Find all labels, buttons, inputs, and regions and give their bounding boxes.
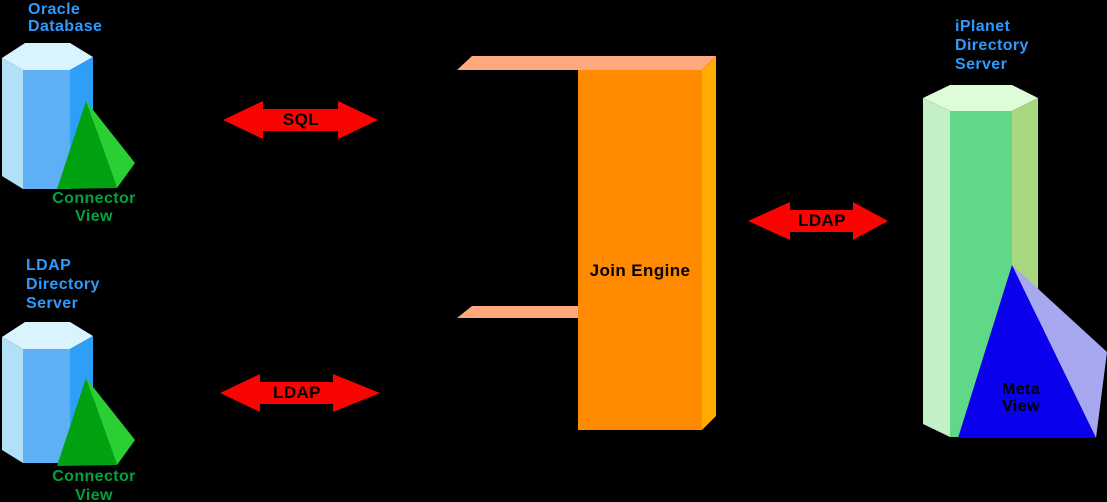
label-line: iPlanet xyxy=(955,18,1011,35)
oracle-connector-view-pyramid xyxy=(57,101,135,189)
pyramid-front-face xyxy=(57,378,117,466)
oracle-connector-view-label: Connector View xyxy=(39,190,149,226)
meta-view-label: Meta View xyxy=(985,381,1057,415)
ldap-arrow-right-label: LDAP xyxy=(798,211,846,230)
ldap-connector-view-pyramid xyxy=(57,378,135,466)
meta-view-pyramid xyxy=(958,265,1107,438)
pyramid-side-face xyxy=(1012,265,1107,438)
sql-arrow xyxy=(223,101,378,139)
label-line: Database xyxy=(28,18,103,35)
ldap-directory-server-label: LDAP Directory Server xyxy=(26,256,100,313)
pyramid-side-face xyxy=(86,101,135,188)
label-line: View xyxy=(1002,398,1040,415)
column-left-face xyxy=(923,98,950,437)
label-line: Connector xyxy=(52,190,136,207)
pyramid-front-face xyxy=(57,101,117,189)
oracle-database-label: Oracle Database xyxy=(28,1,102,35)
label-line: LDAP xyxy=(26,257,72,274)
label-line: Meta xyxy=(1001,381,1041,398)
cylinder-front-face xyxy=(23,349,70,463)
cylinder-front-face xyxy=(23,70,70,189)
cylinder-left-face xyxy=(2,337,23,463)
pyramid-side-face xyxy=(86,378,135,465)
ldap-connector-view-label: Connector View xyxy=(39,467,149,502)
label-line: View xyxy=(75,487,113,502)
label-line: Oracle xyxy=(28,1,81,18)
label-line: View xyxy=(75,208,113,225)
ldap-arrow-bottom xyxy=(220,374,380,412)
iplanet-directory-server-label: iPlanet Directory Server xyxy=(955,17,1029,74)
slab-side-face xyxy=(702,56,716,430)
label-line: Server xyxy=(955,56,1008,73)
sql-arrow-label: SQL xyxy=(282,110,320,129)
column-top-face xyxy=(923,85,1038,111)
label-line: Directory xyxy=(955,37,1029,54)
join-engine-slab xyxy=(457,56,716,430)
ldap-arrow-bottom-label: LDAP xyxy=(273,383,321,402)
ldap-arrow-right xyxy=(748,202,888,240)
label-line: Directory xyxy=(26,276,100,293)
top-connector-shelf xyxy=(457,56,716,70)
label-line: Connector xyxy=(52,468,136,485)
pyramid-front-face xyxy=(958,265,1096,438)
slab-front-face xyxy=(578,70,702,430)
label-line: Server xyxy=(26,295,79,312)
cylinder-top-face xyxy=(2,322,93,349)
cylinder-left-face xyxy=(2,58,23,189)
bottom-connector-shelf xyxy=(457,306,578,318)
cylinder-top-face xyxy=(2,43,93,70)
join-engine-label: Join Engine xyxy=(589,261,691,280)
